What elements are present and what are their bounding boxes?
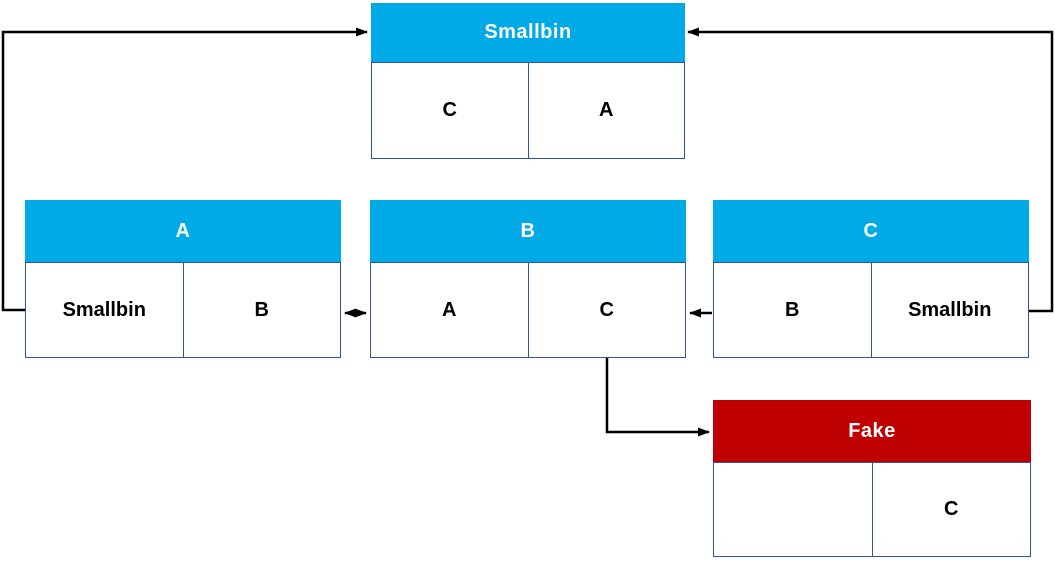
node-smallbin-title: Smallbin bbox=[371, 3, 685, 62]
node-fake-title: Fake bbox=[713, 400, 1031, 462]
node-c-cell-0: B bbox=[713, 262, 872, 358]
node-a-cell-0: Smallbin bbox=[25, 262, 184, 358]
node-a-title: A bbox=[25, 200, 341, 262]
node-smallbin-cell-0: C bbox=[371, 62, 529, 159]
node-fake-body: C bbox=[713, 462, 1031, 557]
node-b-title: B bbox=[370, 200, 686, 262]
node-b-cell-0: A bbox=[370, 262, 529, 358]
node-b-cell-1: C bbox=[528, 262, 686, 358]
edge-b-to-fake bbox=[605, 358, 710, 437]
node-fake-cell-1: C bbox=[872, 462, 1031, 557]
node-a-cell-1: B bbox=[183, 262, 341, 358]
node-smallbin-cell-1: A bbox=[528, 62, 685, 159]
node-c-title: C bbox=[713, 200, 1029, 262]
node-fake-cell-0 bbox=[713, 462, 873, 557]
node-c-cell-1: Smallbin bbox=[871, 262, 1029, 358]
